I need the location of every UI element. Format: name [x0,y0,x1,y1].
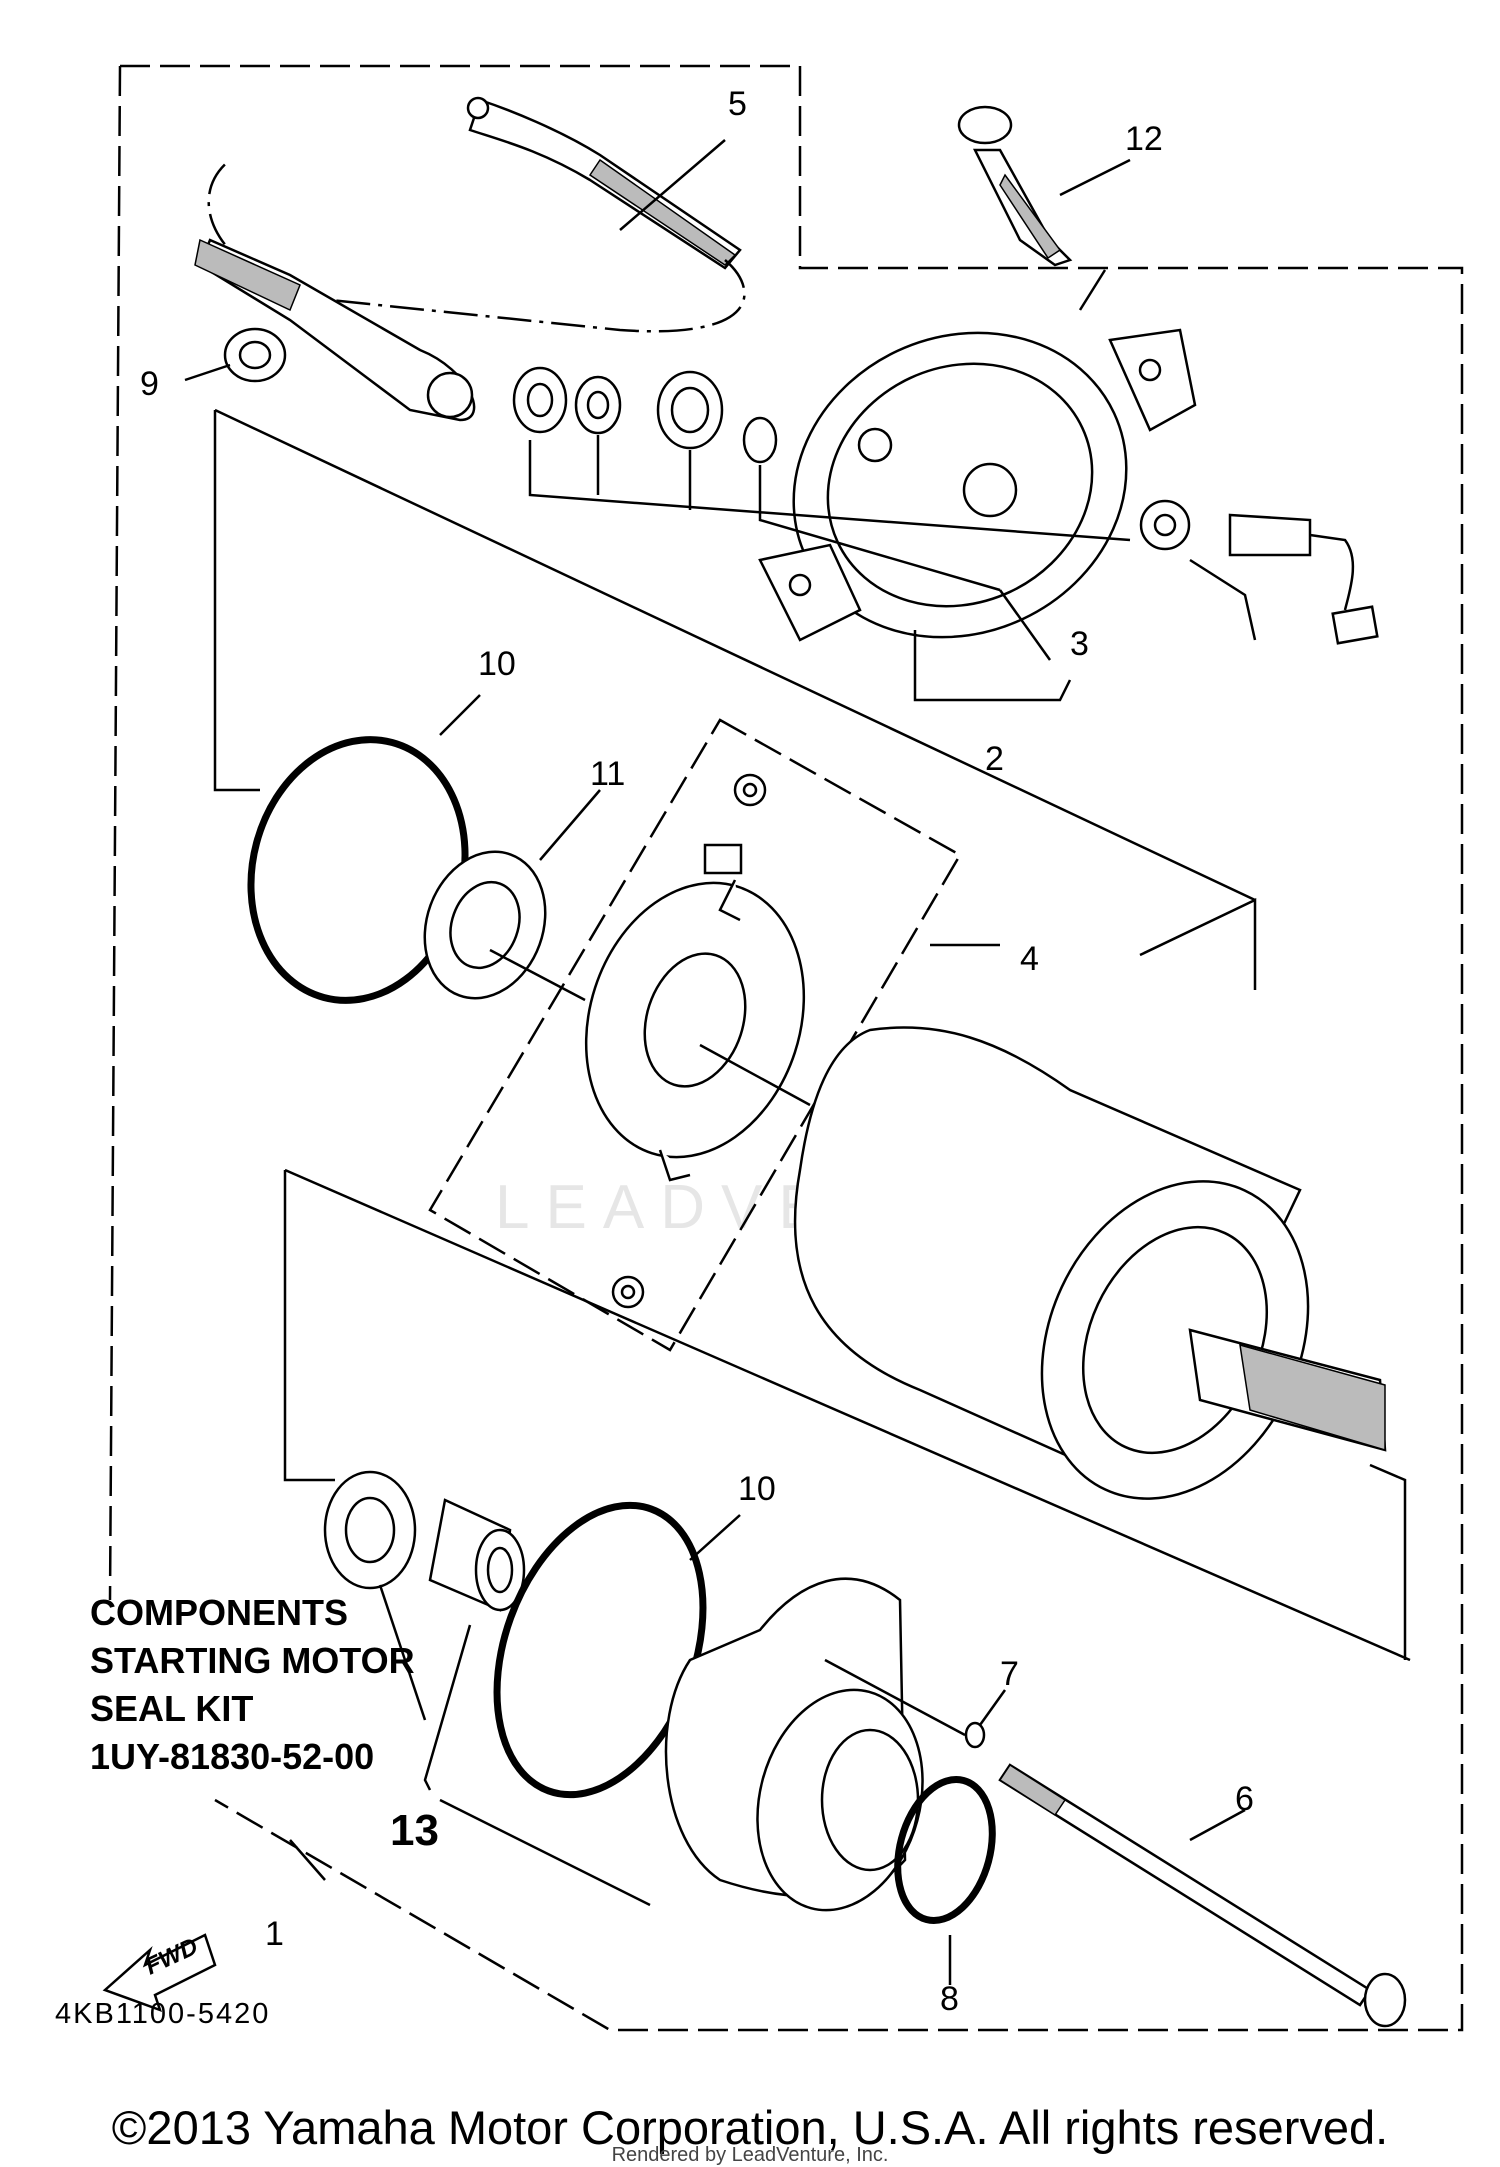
thrust-washer [423,850,547,1000]
seal-kit-line-1: COMPONENTS [90,1592,348,1633]
assembly-boundary [120,64,1464,2032]
brush-lead-wire [194,96,746,422]
rear-cover [758,328,1197,642]
callout-13: 13 [390,1806,439,1855]
seal-kit-label: COMPONENTS STARTING MOTOR SEAL KIT 1UY-8… [90,1592,415,1777]
callout-7: 7 [1000,1655,1019,1693]
seal-kit-part-number: 1UY-81830-52-00 [90,1736,374,1777]
callout-11: 11 [590,755,625,793]
washer-set [512,366,1191,551]
callout-1: 1 [265,1915,284,1953]
assembly-boundary-left [108,65,122,1601]
seal-kit-line-2: STARTING MOTOR [90,1640,415,1681]
front-cover [664,1577,924,1912]
needle-bearing [428,1498,526,1612]
o-ring-small [964,1721,986,1749]
callout-10-upper: 10 [478,645,516,683]
brush-holder-plate [584,879,806,1182]
through-bolt [998,1763,1407,2028]
callout-3: 3 [1070,625,1089,663]
callout-8: 8 [940,1980,959,2018]
terminal-bolt [1228,513,1379,645]
callout-10-lower: 10 [738,1470,776,1508]
brush-spring-lower [611,1275,645,1309]
oil-seal [323,1470,417,1590]
callout-2: 2 [985,740,1004,778]
brush [703,843,743,875]
callout-5: 5 [728,85,747,123]
seal-kit-line-3: SEAL KIT [90,1688,253,1729]
copyright-notice: ©2013 Yamaha Motor Corporation, U.S.A. A… [111,2101,1389,2154]
o-ring-front [894,1775,996,1925]
yoke-armature [793,1026,1387,1500]
callout-12: 12 [1125,120,1163,158]
rendered-by-note: Rendered by LeadVenture, Inc. [611,2144,889,2166]
fwd-arrow-icon: FWD [102,1933,217,2013]
brush-holder-set-box [428,718,962,1352]
callout-4: 4 [1020,940,1039,978]
callout-6: 6 [1235,1780,1254,1818]
brush-spring-upper [733,773,767,807]
long-bolt [957,105,1073,267]
diagram-code: 4KB1100-5420 [55,1998,270,2030]
callout-9: 9 [140,365,159,403]
nut [223,327,287,383]
